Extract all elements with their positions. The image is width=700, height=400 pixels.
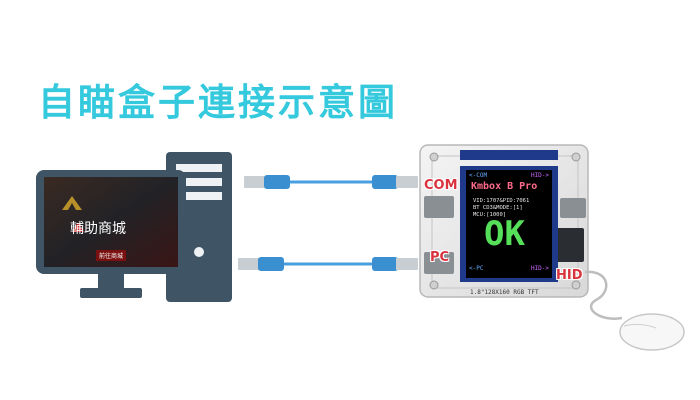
screen-shop-title: 輔助商城 xyxy=(70,221,126,237)
diagram-title: 自瞄盒子連接示意圖 xyxy=(38,81,398,124)
tft-vid-pid: VID:1707&PID:7061 xyxy=(473,198,530,204)
mouse-cable xyxy=(584,270,623,320)
usb-cable-bottom xyxy=(238,257,418,271)
tft-hid-indicator-top: HID-> xyxy=(530,172,549,179)
mouse-icon xyxy=(619,313,685,351)
pc-port-label: PC xyxy=(430,250,450,265)
tft-mode: BT CD3&MODE:[1] xyxy=(473,205,523,211)
tft-spec-label: 1.8"128X160 RGB TFT xyxy=(470,289,539,296)
usb-cable-top xyxy=(244,175,418,189)
tft-mcu: MCU:[1000] xyxy=(473,212,507,218)
tft-status: OK xyxy=(484,214,525,254)
tft-com-indicator: <-COM xyxy=(469,172,488,179)
tft-display: <-COM HID-> Kmbox B Pro VID:1707&PID:706… xyxy=(466,170,552,278)
tft-pc-indicator: <-PC xyxy=(469,265,484,272)
tft-device-name: Kmbox B Pro xyxy=(471,181,538,192)
logo-icon xyxy=(62,196,82,210)
tft-hid-indicator-bottom: HID-> xyxy=(530,265,549,272)
hid-port-label: HID xyxy=(556,268,583,283)
com-port-label: COM xyxy=(424,178,458,193)
brand-mark-icon xyxy=(72,222,84,232)
screen-shop-button: 前往商城 xyxy=(96,250,127,261)
